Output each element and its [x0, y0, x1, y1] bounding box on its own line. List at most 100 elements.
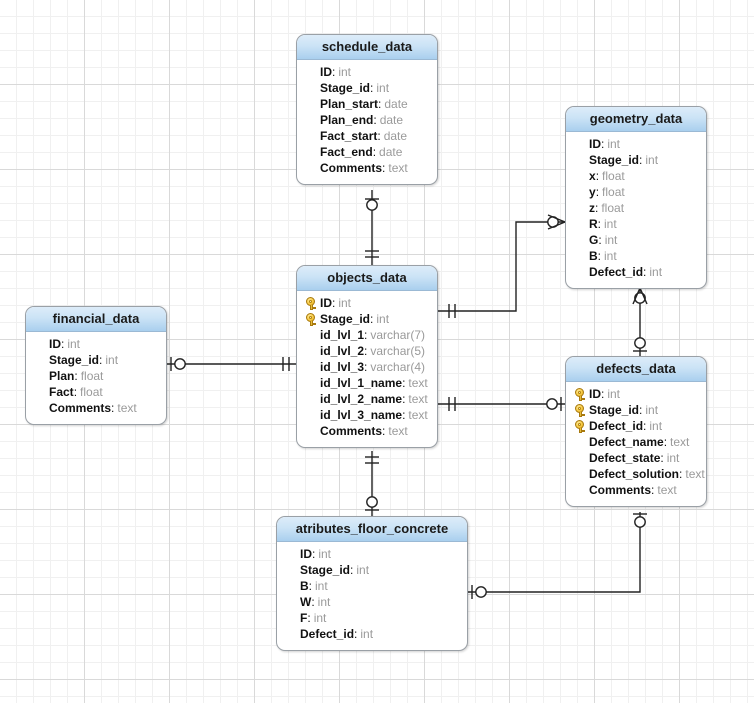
attribute-row[interactable]: Defect_id:int	[572, 264, 700, 280]
attribute-row[interactable]: G:int	[572, 232, 700, 248]
attribute-type: int	[649, 419, 663, 433]
attribute-separator: :	[99, 353, 103, 367]
attribute-separator: :	[308, 579, 313, 593]
attribute-name: Stage_id	[589, 403, 640, 417]
attribute-row[interactable]: Plan_start:date	[303, 96, 431, 112]
attribute-separator: :	[595, 185, 600, 199]
attribute-row[interactable]: B:int	[572, 248, 700, 264]
attribute-row[interactable]: ID:int	[572, 386, 700, 402]
attribute-separator: :	[639, 403, 643, 417]
attribute-type: text	[408, 376, 428, 390]
attribute-name: B	[589, 249, 598, 263]
attribute-row[interactable]: Fact_start:date	[303, 128, 431, 144]
attribute-row[interactable]: ID:int	[303, 295, 431, 311]
attribute-separator: :	[679, 467, 683, 481]
attribute-type: int	[318, 547, 332, 561]
attribute-type: int	[607, 387, 621, 401]
entity-title-geometry_data: geometry_data	[566, 107, 706, 132]
attribute-type: int	[356, 563, 370, 577]
attribute-name: ID	[300, 547, 312, 561]
attribute-row[interactable]: id_lvl_1_name:text	[303, 375, 431, 391]
attribute-row[interactable]: F:int	[283, 610, 461, 626]
attribute-row[interactable]: Comments:text	[303, 160, 431, 176]
attribute-row[interactable]: ID:int	[283, 546, 461, 562]
attribute-type: float	[602, 169, 625, 183]
attribute-row[interactable]: B:int	[283, 578, 461, 594]
attribute-name: Stage_id	[320, 312, 371, 326]
attribute-row[interactable]: id_lvl_2:varchar(5)	[303, 343, 431, 359]
attribute-row[interactable]: Stage_id:int	[303, 311, 431, 327]
attribute-name: y	[589, 185, 596, 199]
attribute-name: Comments	[49, 401, 112, 415]
attribute-row[interactable]: R:int	[572, 216, 700, 232]
attribute-row[interactable]: Defect_id:int	[572, 418, 700, 434]
attribute-separator: :	[597, 249, 602, 263]
attribute-type: varchar(4)	[370, 360, 426, 374]
attribute-name: Defect_state	[589, 451, 661, 465]
attribute-name: Defect_id	[589, 265, 644, 279]
attribute-separator: :	[73, 385, 78, 399]
attribute-row[interactable]: y:float	[572, 184, 700, 200]
attribute-row[interactable]: Stage_id:int	[572, 152, 700, 168]
attribute-separator: :	[639, 153, 643, 167]
connector-schedule-objects	[365, 190, 379, 265]
attribute-row[interactable]: z:float	[572, 200, 700, 216]
attribute-row[interactable]: W:int	[283, 594, 461, 610]
attribute-row[interactable]: Comments:text	[572, 482, 700, 498]
attribute-name: Defect_name	[589, 435, 664, 449]
attribute-type: int	[604, 249, 617, 263]
attribute-name: Stage_id	[49, 353, 100, 367]
connector-objects-geometry	[438, 214, 566, 318]
attribute-name: id_lvl_2_name	[320, 392, 403, 406]
attribute-row[interactable]: id_lvl_2_name:text	[303, 391, 431, 407]
attribute-row[interactable]: Plan:float	[32, 368, 160, 384]
attribute-row[interactable]: x:float	[572, 168, 700, 184]
attribute-row[interactable]: Defect_name:text	[572, 434, 700, 450]
attribute-separator: :	[350, 563, 354, 577]
attribute-row[interactable]: Stage_id:int	[303, 80, 431, 96]
attribute-row[interactable]: Stage_id:int	[572, 402, 700, 418]
attribute-type: int	[313, 611, 327, 625]
attribute-row[interactable]: Plan_end:date	[303, 112, 431, 128]
attribute-row[interactable]: ID:int	[32, 336, 160, 352]
attribute-row[interactable]: Defect_id:int	[283, 626, 461, 642]
attribute-row[interactable]: id_lvl_3:varchar(4)	[303, 359, 431, 375]
attribute-name: Comments	[320, 424, 383, 438]
attribute-row[interactable]: Defect_state:int	[572, 450, 700, 466]
attribute-row[interactable]: Stage_id:int	[32, 352, 160, 368]
attribute-type: text	[117, 401, 137, 415]
connector-objects-defects	[438, 397, 565, 411]
attribute-name: Stage_id	[320, 81, 371, 95]
attribute-name: id_lvl_1	[320, 328, 365, 342]
attribute-row[interactable]: Comments:text	[32, 400, 160, 416]
attribute-type: text	[388, 161, 408, 175]
attribute-row[interactable]: Defect_solution:text	[572, 466, 705, 482]
attribute-row[interactable]: Fact_end:date	[303, 144, 431, 160]
attribute-name: Plan_start	[320, 97, 379, 111]
attribute-row[interactable]: Comments:text	[303, 423, 431, 439]
attribute-row[interactable]: id_lvl_1:varchar(7)	[303, 327, 431, 343]
attribute-row[interactable]: id_lvl_3_name:text	[303, 407, 431, 423]
attribute-name: x	[589, 169, 596, 183]
attribute-type: date	[384, 97, 408, 111]
attribute-type: int	[315, 579, 328, 593]
attribute-type: int	[376, 312, 390, 326]
attribute-name: Stage_id	[589, 153, 640, 167]
attribute-type: int	[604, 217, 617, 231]
attribute-row[interactable]: Fact:float	[32, 384, 160, 400]
attribute-row[interactable]: Stage_id:int	[283, 562, 461, 578]
attribute-type: int	[67, 337, 81, 351]
attribute-separator: :	[402, 408, 406, 422]
attribute-row[interactable]: ID:int	[303, 64, 431, 80]
attribute-row[interactable]: ID:int	[572, 136, 700, 152]
